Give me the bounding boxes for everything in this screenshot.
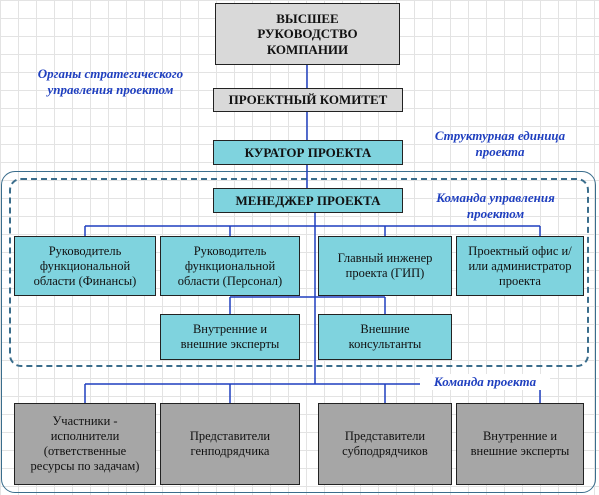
project-committee-text: ПРОЕКТНЫЙ КОМИТЕТ (228, 92, 388, 108)
project-manager-text: МЕНЕДЖЕР ПРОЕКТА (235, 192, 381, 208)
experts-team-line-2: внешние эксперты (470, 444, 570, 458)
structural-unit-label: Структурная единица проекта (405, 128, 595, 161)
project-team-frame (1, 171, 596, 493)
strategic-bodies-label: Органы стратегического управления проект… (8, 66, 213, 99)
project-curator-text: КУРАТОР ПРОЕКТА (244, 144, 372, 160)
project-office-line-3: проекта (499, 273, 541, 288)
management-team-label: Команда управления проектом (408, 190, 583, 223)
top-management-line-3: КОМПАНИИ (266, 41, 349, 57)
subcontractor-line-1: Представители (344, 429, 426, 443)
project-manager-box: МЕНЕДЖЕР ПРОЕКТА (213, 188, 403, 213)
chief-engineer-line-2: проекта (ГИП) (345, 266, 425, 280)
project-team-label: Команда проекта (420, 374, 550, 391)
head-finance-line-3: области (Финансы) (33, 273, 137, 288)
participants-line-1: Участники - (52, 414, 118, 428)
structural-label-line-2: проекта (475, 144, 525, 160)
strategic-label-line-1: Органы стратегического (37, 66, 184, 81)
experts-line-1: Внутренние и (192, 322, 268, 336)
consultants-line-1: Внешние (360, 322, 410, 336)
head-finance-line-2: функциональной (39, 258, 131, 273)
top-management-line-1: ВЫСШЕЕ (276, 10, 339, 26)
general-contractor-reps-box: Представители генподрядчика (160, 403, 300, 485)
management-team-label-line-1: Команда управления (436, 190, 555, 205)
project-office-line-2: или администратор (468, 258, 572, 273)
subcontractor-line-2: субподрядчиков (342, 444, 428, 458)
strategic-label-line-2: управления проектом (47, 82, 174, 98)
project-curator-box: КУРАТОР ПРОЕКТА (213, 140, 403, 165)
participants-line-3: (ответственные (43, 444, 127, 458)
head-personnel-line-2: функциональной (184, 258, 276, 273)
project-team-label-text: Команда проекта (433, 374, 537, 389)
chief-engineer-box: Главный инженер проекта (ГИП) (318, 236, 452, 296)
participants-line-2: исполнители (50, 429, 120, 443)
structural-label-line-1: Структурная единица (434, 128, 566, 143)
experts-team-box: Внутренние и внешние эксперты (456, 403, 584, 485)
subcontractor-reps-box: Представители субподрядчиков (318, 403, 452, 485)
head-personnel-line-1: Руководитель (193, 243, 267, 258)
management-team-label-line-2: проектом (466, 206, 525, 222)
head-finance-box: Руководитель функциональной области (Фин… (14, 236, 156, 296)
external-consultants-box: Внешние консультанты (318, 314, 452, 360)
participants-line-4: ресурсы по задачам) (30, 459, 140, 473)
top-management-box: ВЫСШЕЕ РУКОВОДСТВО КОМПАНИИ (215, 3, 400, 65)
gencontractor-line-2: генподрядчика (190, 444, 270, 458)
participants-box: Участники - исполнители (ответственные р… (14, 403, 156, 485)
top-management-line-2: РУКОВОДСТВО (257, 26, 358, 42)
chief-engineer-line-1: Главный инженер (337, 251, 433, 265)
head-personnel-box: Руководитель функциональной области (Пер… (160, 236, 300, 296)
management-team-frame (9, 178, 589, 367)
consultants-line-2: консультанты (348, 337, 422, 351)
project-office-box: Проектный офис и/ или администратор прое… (456, 236, 584, 296)
head-finance-line-1: Руководитель (48, 243, 122, 258)
gencontractor-line-1: Представители (189, 429, 271, 443)
experts-team-line-1: Внутренние и (482, 429, 558, 443)
head-personnel-line-3: области (Персонал) (177, 273, 283, 288)
project-committee-box: ПРОЕКТНЫЙ КОМИТЕТ (213, 88, 403, 112)
project-office-line-1: Проектный офис и/ (468, 243, 572, 258)
experts-line-2: внешние эксперты (180, 337, 280, 351)
internal-external-experts-box: Внутренние и внешние эксперты (160, 314, 300, 360)
